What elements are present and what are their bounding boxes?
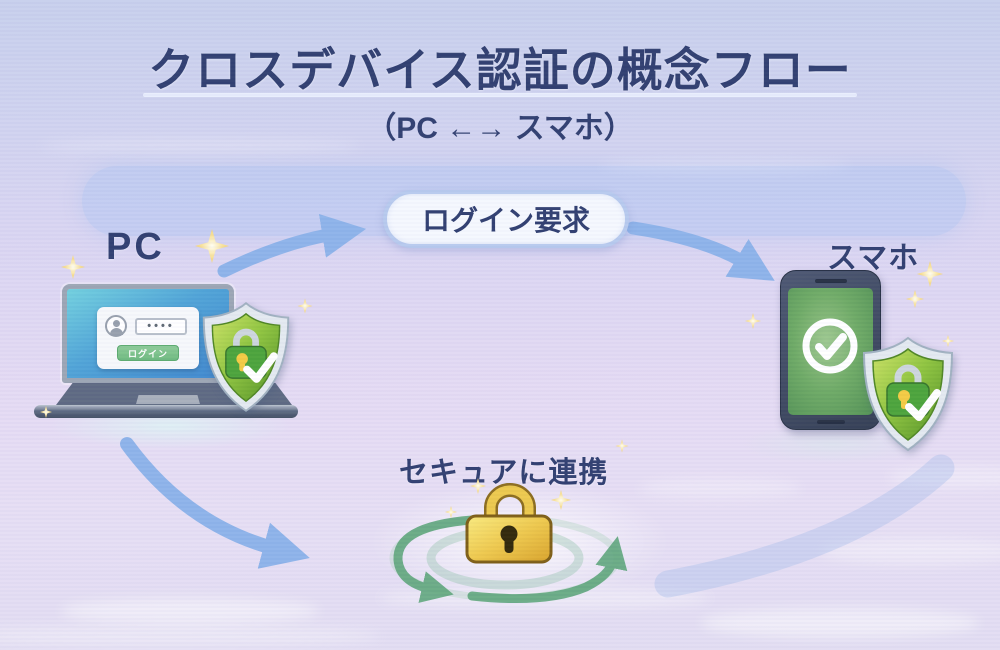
lock-shackle [233,328,259,352]
phone-shield-icon [862,336,954,452]
padlock-keyhole [500,525,518,543]
smartphone-illustration [780,270,881,430]
cloud [700,608,980,638]
check-icon [905,389,941,421]
phone-home-bar [817,420,845,424]
check-icon [243,352,278,383]
keyhole [236,353,248,365]
arrow-phone-to-secure [654,454,955,598]
pc-label: PC [106,226,165,268]
user-avatar-icon [105,315,127,337]
page-title: クロスデバイス認証の概念フロー [148,44,852,96]
laptop-base [34,405,298,418]
sync-arrow-right [467,536,628,604]
check-circle-icon [802,318,858,374]
arrow-pc-to-secure [120,437,310,569]
phone-speaker [815,279,847,283]
cloud [888,466,1000,488]
title-underline [143,93,857,97]
cloud [0,626,380,646]
arrow-pc-to-request [217,214,367,278]
cloud [640,478,800,498]
phone-screen [788,288,873,415]
login-request-node: ログイン要求 [383,190,629,248]
arrow-request-to-phone [626,221,775,281]
cloud [40,138,360,154]
smartphone-label: スマホ [827,242,920,275]
login-button-label: ログイン [127,348,168,359]
password-dots: •••• [147,320,175,332]
keyhole [898,390,910,402]
login-form-card: •••• ログイン [97,307,199,369]
secure-link-label: セキュアに連携 [399,457,609,489]
page-subtitle: （PC ←→ スマホ） [366,112,634,145]
cloud [60,598,320,624]
login-button: ログイン [117,345,179,361]
login-request-label: ログイン要求 [421,205,590,236]
laptop-trackpad [136,395,200,404]
padlock-shackle [486,485,534,525]
sync-arrow-left [393,515,477,603]
pc-shield-icon [202,302,290,412]
lock-shackle [894,364,922,389]
cloud [820,538,1000,564]
password-field: •••• [135,318,187,335]
secure-sync-icon [389,483,628,604]
cloud [600,158,850,172]
